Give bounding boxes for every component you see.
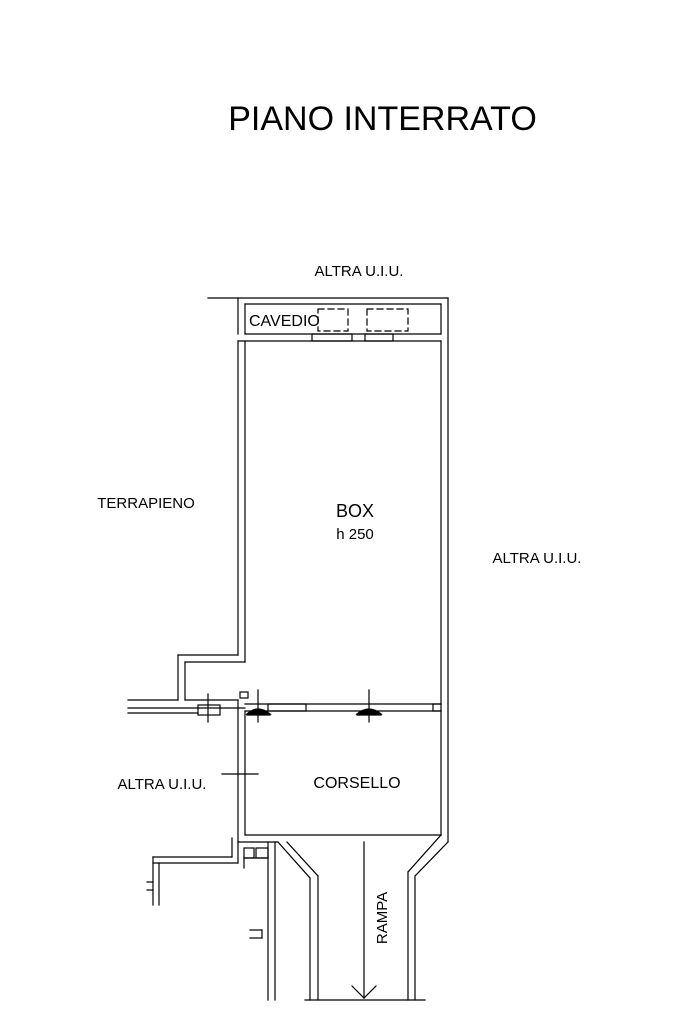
corsello-walls (221, 710, 442, 843)
page-title: PIANO INTERRATO (228, 100, 537, 138)
label-altra-right: ALTRA U.I.U. (493, 550, 582, 567)
label-rampa: RAMPA (374, 892, 391, 944)
cavedio-walls (207, 297, 449, 843)
label-cavedio: CAVEDIO (249, 313, 320, 330)
ramp-walls (277, 834, 449, 1001)
label-altra-left: ALTRA U.I.U. (118, 776, 207, 793)
door-symbol-left (245, 689, 272, 723)
label-terrapieno: TERRAPIENO (97, 495, 195, 512)
lower-left-walls (146, 837, 276, 1001)
box-walls (127, 340, 442, 843)
label-altra-top: ALTRA U.I.U. (315, 263, 404, 280)
label-corsello: CORSELLO (313, 775, 400, 792)
label-box: BOX (336, 501, 374, 521)
cavedio-vents (311, 333, 394, 342)
cavedio-ducts (317, 308, 409, 332)
door-symbol-right (355, 689, 383, 723)
label-box-height: h 250 (336, 526, 374, 543)
